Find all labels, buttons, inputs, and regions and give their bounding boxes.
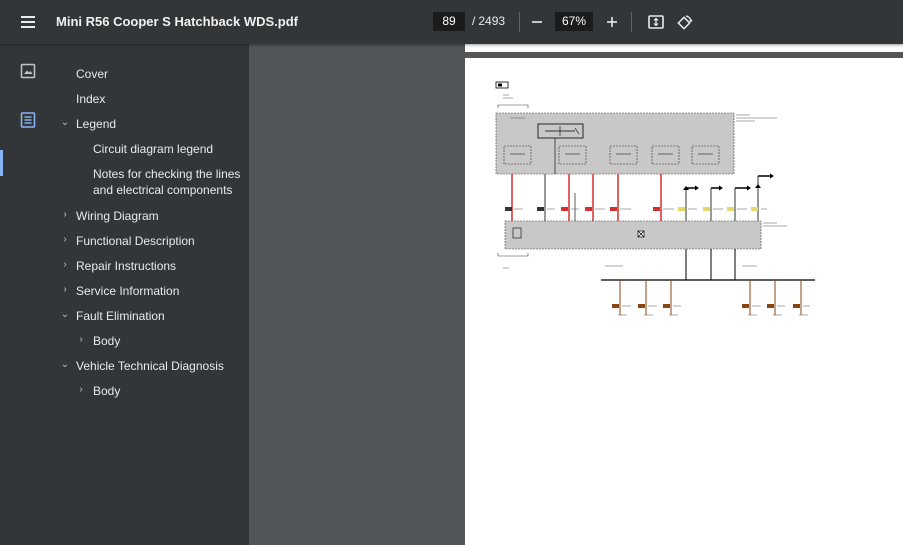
lower-module — [504, 220, 762, 250]
page-count: /2493 — [469, 14, 505, 28]
active-indicator — [0, 150, 3, 176]
sidebar-rail — [0, 44, 56, 545]
outline-item-index[interactable]: Index — [76, 92, 106, 106]
zoom-input[interactable]: 67% — [555, 12, 593, 31]
chevron-right-icon[interactable]: › — [63, 259, 67, 270]
toolbar-divider — [519, 12, 520, 32]
chevron-right-icon[interactable]: › — [63, 284, 67, 295]
chevron-down-icon[interactable]: ⌄ — [60, 117, 70, 128]
outline-item-repair-instructions[interactable]: Repair Instructions — [76, 259, 177, 273]
chevron-down-icon[interactable]: ⌄ — [60, 359, 70, 370]
total-pages: 2493 — [478, 14, 506, 28]
document-title: Mini R56 Cooper S Hatchback WDS.pdf — [56, 14, 298, 29]
outline-item-notes-checking-lines-line2: and electrical components — [93, 183, 233, 197]
outline-item-service-information[interactable]: Service Information — [76, 284, 180, 298]
outline-item-cover[interactable]: Cover — [76, 67, 109, 81]
document-viewer[interactable] — [249, 44, 903, 545]
chevron-right-icon[interactable]: › — [79, 334, 83, 345]
chevron-down-icon[interactable]: ⌄ — [60, 309, 70, 320]
previous-page — [465, 44, 903, 52]
page-separator: / — [472, 14, 476, 28]
document-outline-icon[interactable] — [19, 111, 37, 129]
outline-item-legend[interactable]: Legend — [76, 117, 117, 131]
outline-item-notes-checking-lines[interactable]: Notes for checking the lines — [93, 167, 241, 181]
toolbar-divider — [631, 12, 632, 32]
chevron-right-icon[interactable]: › — [63, 209, 67, 220]
wiring-diagram — [495, 81, 815, 316]
outline-item-wiring-diagram[interactable]: Wiring Diagram — [76, 209, 159, 223]
upper-module — [495, 112, 735, 175]
fit-page-icon[interactable] — [645, 11, 667, 33]
outline-item-body[interactable]: Body — [93, 384, 121, 398]
outline-item-circuit-diagram-legend[interactable]: Circuit diagram legend — [93, 142, 214, 156]
rotate-icon[interactable] — [674, 11, 696, 33]
chevron-right-icon[interactable]: › — [63, 234, 67, 245]
zoom-out-icon[interactable] — [526, 11, 548, 33]
chevron-right-icon[interactable]: › — [79, 384, 83, 395]
thumbnails-icon[interactable] — [19, 62, 37, 80]
document-outline: Cover Index ⌄ Legend Circuit diagram leg… — [56, 44, 249, 545]
outline-item-functional-description[interactable]: Functional Description — [76, 234, 195, 248]
toolbar: Mini R56 Cooper S Hatchback WDS.pdf 89 /… — [0, 0, 903, 44]
zoom-in-icon[interactable] — [601, 11, 623, 33]
page-number-input[interactable]: 89 — [433, 12, 465, 31]
pdf-page — [465, 58, 903, 545]
outline-item-body[interactable]: Body — [93, 334, 121, 348]
outline-item-fault-elimination[interactable]: Fault Elimination — [76, 309, 165, 323]
outline-item-vehicle-technical-diagnosis[interactable]: Vehicle Technical Diagnosis — [76, 359, 224, 373]
menu-icon[interactable] — [14, 10, 42, 34]
